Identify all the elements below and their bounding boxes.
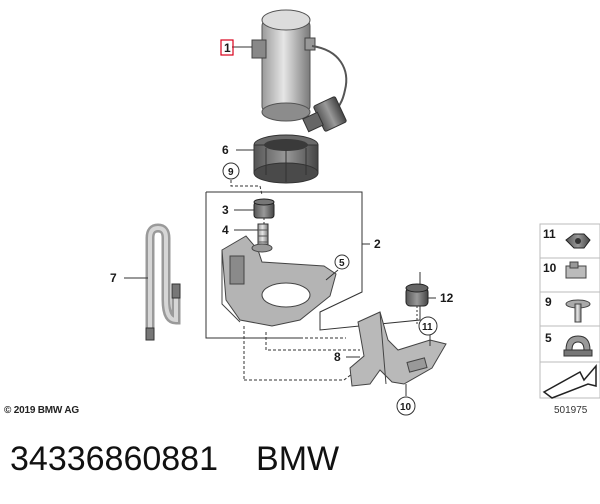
- stud-bolt: [257, 223, 269, 247]
- vacuum-hose: [145, 223, 181, 341]
- pump-bracket: [221, 235, 337, 327]
- legend-label-5: 5: [545, 331, 552, 345]
- rubber-grommet: [405, 283, 429, 307]
- grommet-nut: [253, 198, 275, 219]
- callout-4: 4: [222, 223, 229, 237]
- highlight-callout-box: [220, 39, 234, 56]
- diagram-reference-number: 501975: [554, 405, 588, 416]
- vacuum-pump: [251, 9, 348, 133]
- callout-2: 2: [374, 237, 381, 251]
- rubber-mount: [253, 134, 319, 184]
- callout-1: 1: [224, 41, 231, 55]
- part-number: 34336860881: [10, 440, 219, 478]
- callout-6: 6: [222, 143, 229, 157]
- callout-8: 8: [334, 350, 341, 364]
- legend-label-10: 10: [543, 261, 557, 275]
- callout-10: 10: [400, 402, 412, 413]
- brand-name: BMW: [256, 440, 340, 478]
- callout-7: 7: [110, 271, 117, 285]
- callout-11: 11: [422, 322, 433, 333]
- callout-3: 3: [222, 203, 229, 217]
- legend-label-9: 9: [545, 295, 552, 309]
- callout-9: 9: [228, 167, 234, 178]
- callout-12: 12: [440, 291, 454, 305]
- callout-5: 5: [339, 258, 345, 269]
- legend-label-11: 11: [543, 227, 556, 241]
- copyright-text: © 2019 BMW AG: [4, 405, 79, 416]
- part-caption: 34336860881 BMW: [10, 440, 339, 479]
- legend-panel: 11 10 9 5: [539, 223, 600, 399]
- holder-bracket: [349, 311, 447, 387]
- arrow-icon: [542, 363, 597, 399]
